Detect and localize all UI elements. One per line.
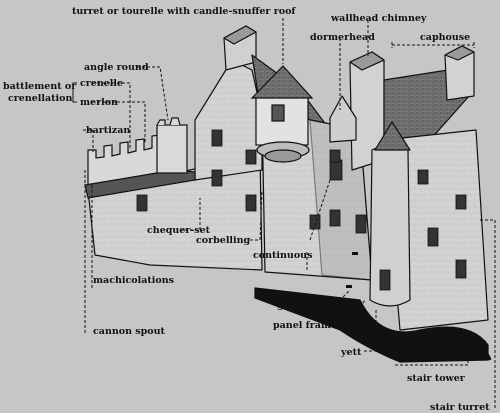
gunloops-shapes xyxy=(346,252,358,288)
label-merlon: merlon xyxy=(80,97,118,108)
label-stair-turret: stair turret xyxy=(430,402,490,413)
label-crenelle: crenelle xyxy=(80,78,123,89)
label-yett: yett xyxy=(340,347,362,358)
label-continuous: continuous xyxy=(253,250,312,261)
label-panel-frame: panel frame xyxy=(273,320,337,331)
label-angle-round: angle round xyxy=(84,62,149,73)
battlement-bracket xyxy=(72,82,77,103)
battlement xyxy=(84,134,196,199)
label-machicolations: machicolations xyxy=(93,275,174,286)
label-corbelling: corbelling xyxy=(196,235,251,246)
label-caphouse: caphouse xyxy=(420,32,470,43)
candle-snuffer-roof xyxy=(250,65,314,99)
stair-turret-roof xyxy=(374,121,411,151)
label-stair-tower: stair tower xyxy=(407,373,466,384)
turret-shape xyxy=(250,65,314,163)
label-turret: turret or tourelle with candle-snuffer r… xyxy=(72,6,296,17)
label-battlement-line2: crenellation xyxy=(8,93,72,104)
leader-lines xyxy=(83,18,496,408)
windows xyxy=(136,129,467,291)
label-dormerhead: dormerhead xyxy=(310,32,375,43)
label-bartizan: bartizan xyxy=(86,125,130,136)
angle-round-shape xyxy=(156,117,188,174)
label-cannon-spout: cannon spout xyxy=(93,326,166,337)
label-gunloops: gunloops xyxy=(277,300,326,311)
label-chequer-set: chequer-set xyxy=(147,225,211,236)
label-battlement-line1: battlement or xyxy=(3,81,77,92)
ground xyxy=(254,287,489,363)
label-wallhead-chimney: wallhead chimney xyxy=(330,13,427,24)
